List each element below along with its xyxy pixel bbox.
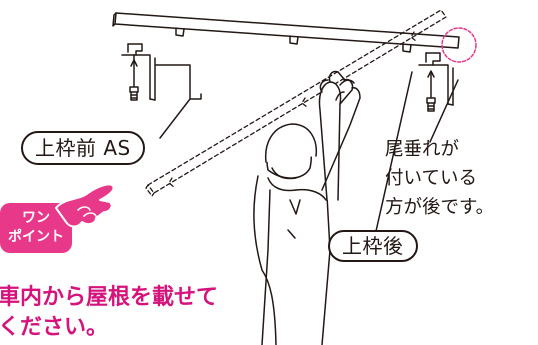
drip-edge-note: 尾垂れが 付いている 方が後です。 xyxy=(385,135,538,222)
one-point-badge-text: ワン ポイント xyxy=(2,209,70,247)
lifted-roof-rail xyxy=(145,9,447,197)
front-frame-label: 上枠前 AS xyxy=(21,131,145,165)
note-line-2: 付いている xyxy=(385,168,477,189)
rear-leader xyxy=(373,71,413,241)
badge-line-2: ポイント xyxy=(8,229,64,245)
front-bracket xyxy=(121,43,156,101)
note-line-1: 尾垂れが xyxy=(385,139,460,160)
rear-frame-label: 上枠後 xyxy=(328,230,418,262)
front-bolt xyxy=(129,59,139,101)
installed-roof-rail xyxy=(112,12,460,53)
note-leader xyxy=(429,79,459,143)
drip-edge-highlight-circle xyxy=(441,27,477,63)
note-line-3: 方が後です。 xyxy=(385,197,495,218)
rear-bolt xyxy=(426,70,436,112)
instruction-line-2: ください。 xyxy=(0,315,109,340)
instruction-text: 車内から屋根を載せて ください。 xyxy=(0,283,258,343)
rear-bracket xyxy=(418,52,454,106)
worker-figure xyxy=(253,70,361,345)
one-point-badge xyxy=(0,183,115,253)
instruction-line-1: 車内から屋根を載せて xyxy=(0,285,219,310)
front-leader xyxy=(155,64,202,139)
badge-line-1: ワン xyxy=(22,210,50,226)
